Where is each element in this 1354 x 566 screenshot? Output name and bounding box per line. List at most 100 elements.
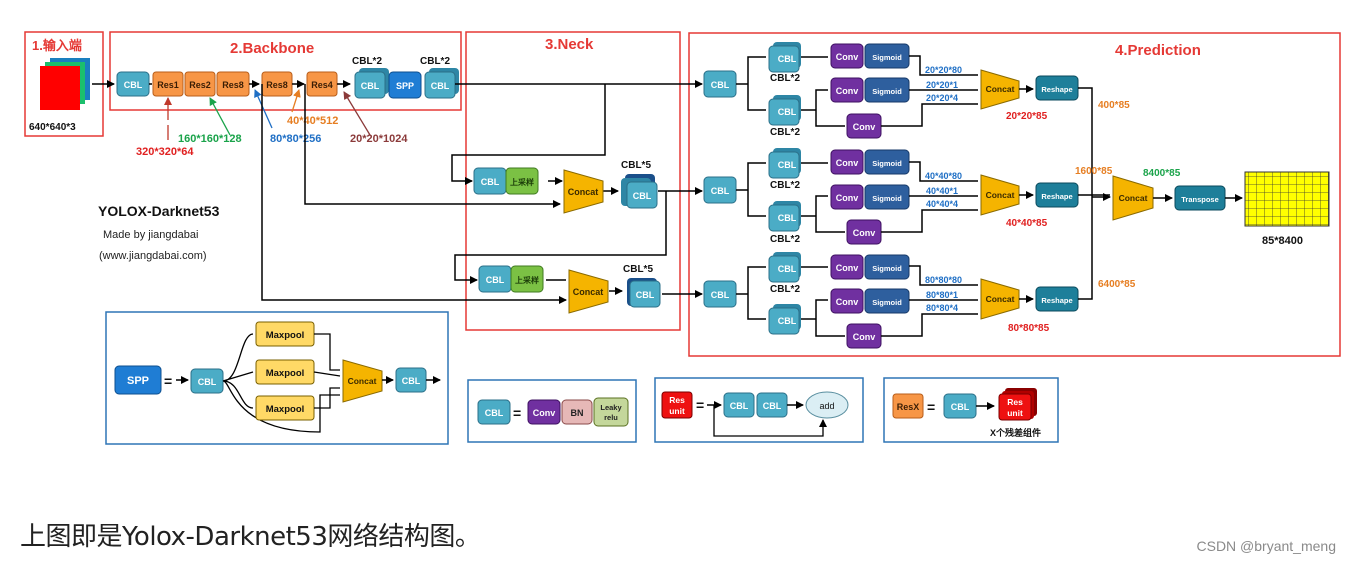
svg-text:CBL: CBL (763, 401, 782, 411)
svg-text:CBL: CBL (778, 213, 797, 223)
svg-text:CBL*2: CBL*2 (770, 180, 800, 191)
svg-text:=: = (927, 399, 935, 415)
prediction-frame (688, 32, 1341, 357)
diagram-title: YOLOX-Darknet53 Made by jiangdabai (www.… (98, 203, 220, 262)
svg-text:Concat: Concat (568, 187, 599, 197)
svg-text:=: = (513, 405, 521, 421)
svg-text:relu: relu (604, 413, 618, 422)
svg-text:CBL: CBL (778, 160, 797, 170)
svg-text:CBL: CBL (485, 408, 504, 418)
svg-text:Conv: Conv (853, 228, 876, 238)
backbone: CBL Res1 Res2 Res8 Res8 Res4 CBL SPP CBL… (92, 56, 459, 158)
spp-block (388, 71, 422, 99)
svg-text:Sigmoid: Sigmoid (872, 264, 902, 273)
svg-text:80*80*4: 80*80*4 (926, 303, 958, 313)
svg-text:Concat: Concat (986, 294, 1015, 304)
section-title-input: 1.输入端 (32, 38, 82, 53)
cbl2-stack-b (424, 71, 456, 99)
svg-text:=: = (696, 397, 704, 413)
size-320: 320*320*64 (136, 146, 194, 158)
svg-text:CBL: CBL (198, 377, 217, 387)
yolox-architecture-diagram: 1.输入端 2.Backbone 3.Neck 4.Prediction 640… (24, 31, 1341, 445)
neck-concat-1 (563, 169, 604, 214)
svg-text:Res2: Res2 (189, 80, 211, 90)
cbl2-label-b: CBL*2 (420, 56, 450, 67)
svg-text:Maxpool: Maxpool (266, 330, 305, 341)
svg-text:CBL: CBL (361, 81, 380, 91)
svg-text:BN: BN (571, 408, 584, 418)
input-size-label: 640*640*3 (29, 122, 76, 133)
svg-text:ResX: ResX (897, 402, 920, 412)
svg-text:40*40*80: 40*40*80 (925, 171, 962, 181)
cbl2-stack-a (354, 71, 386, 99)
cbl5-label-2: CBL*5 (623, 264, 653, 275)
section-title-backbone: 2.Backbone (230, 40, 314, 57)
backbone-frame (109, 31, 462, 111)
svg-text:80*80*1: 80*80*1 (926, 290, 958, 300)
svg-text:40*40*4: 40*40*4 (926, 199, 958, 209)
svg-text:CBL: CBL (481, 177, 500, 187)
res1-block (152, 71, 184, 97)
section-title-prediction: 4.Prediction (1115, 42, 1201, 59)
prediction-head-80: CBL CBL CBL*2 CBL Conv Sigmoid Conv Sigm… (703, 252, 1079, 349)
svg-text:Sigmoid: Sigmoid (872, 159, 902, 168)
svg-text:SPP: SPP (396, 81, 414, 91)
svg-text:CBL: CBL (778, 107, 797, 117)
legend-cbl: CBL = Conv BN Leaky relu (467, 379, 637, 443)
svg-text:=: = (164, 373, 172, 389)
svg-text:20*20*1: 20*20*1 (926, 80, 958, 90)
svg-text:CBL: CBL (711, 290, 730, 300)
output-grid (1244, 171, 1330, 227)
svg-text:CBL: CBL (711, 80, 730, 90)
svg-text:SPP: SPP (127, 375, 149, 387)
connectors (261, 80, 703, 304)
svg-text:1600*85: 1600*85 (1075, 166, 1113, 177)
svg-text:unit: unit (669, 406, 685, 416)
section-titles: 1.输入端 2.Backbone 3.Neck 4.Prediction (32, 36, 1201, 59)
svg-text:Concat: Concat (986, 84, 1015, 94)
prediction-output: 400*85 1600*85 6400*85 Concat 8400*85 Tr… (1075, 87, 1330, 300)
svg-text:Conv: Conv (836, 158, 859, 168)
size-160: 160*160*128 (178, 133, 242, 145)
svg-text:CBL*2: CBL*2 (770, 234, 800, 245)
svg-text:Maxpool: Maxpool (266, 368, 305, 379)
res2-block (184, 71, 216, 97)
svg-text:CBL: CBL (778, 54, 797, 64)
svg-text:Conv: Conv (836, 263, 859, 273)
size-20: 20*20*1024 (350, 133, 408, 145)
svg-text:CBL: CBL (402, 376, 421, 386)
svg-text:Concat: Concat (1119, 193, 1148, 203)
neck-cbl5-1 (626, 181, 658, 209)
svg-text:40*40*1: 40*40*1 (926, 186, 958, 196)
svg-text:Res8: Res8 (266, 80, 288, 90)
svg-text:Conv: Conv (533, 408, 556, 418)
svg-text:Concat: Concat (573, 287, 604, 297)
upsample-1 (505, 167, 539, 195)
title-author: Made by jiangdabai (103, 229, 198, 241)
svg-text:Sigmoid: Sigmoid (872, 53, 902, 62)
svg-text:Res: Res (1007, 397, 1023, 407)
svg-text:Leaky: Leaky (600, 403, 622, 412)
svg-text:Maxpool: Maxpool (266, 404, 305, 415)
svg-text:CBL: CBL (951, 402, 970, 412)
x-residual-label: X个残差组件 (990, 427, 1041, 438)
svg-text:CBL: CBL (778, 316, 797, 326)
prediction-head-40: CBL CBL CBL*2 CBL CBL*2 Conv Sigmoid Con… (703, 148, 1079, 245)
svg-text:Sigmoid: Sigmoid (872, 194, 902, 203)
svg-text:CBL: CBL (124, 80, 143, 90)
svg-text:40*40*85: 40*40*85 (1006, 218, 1048, 229)
svg-text:20*20*80: 20*20*80 (925, 65, 962, 75)
svg-text:unit: unit (1007, 408, 1023, 418)
svg-text:Res4: Res4 (311, 80, 333, 90)
svg-text:20*20*4: 20*20*4 (926, 93, 958, 103)
neck-concat-2 (568, 269, 609, 314)
svg-text:上采样: 上采样 (515, 275, 539, 285)
svg-text:Conv: Conv (853, 122, 876, 132)
svg-text:Concat: Concat (986, 190, 1015, 200)
svg-text:Concat: Concat (348, 376, 377, 386)
watermark: CSDN @bryant_meng (1196, 538, 1337, 554)
svg-text:CBL: CBL (431, 81, 450, 91)
svg-text:Conv: Conv (853, 332, 876, 342)
svg-text:8400*85: 8400*85 (1143, 168, 1181, 179)
svg-text:CBL: CBL (636, 290, 655, 300)
